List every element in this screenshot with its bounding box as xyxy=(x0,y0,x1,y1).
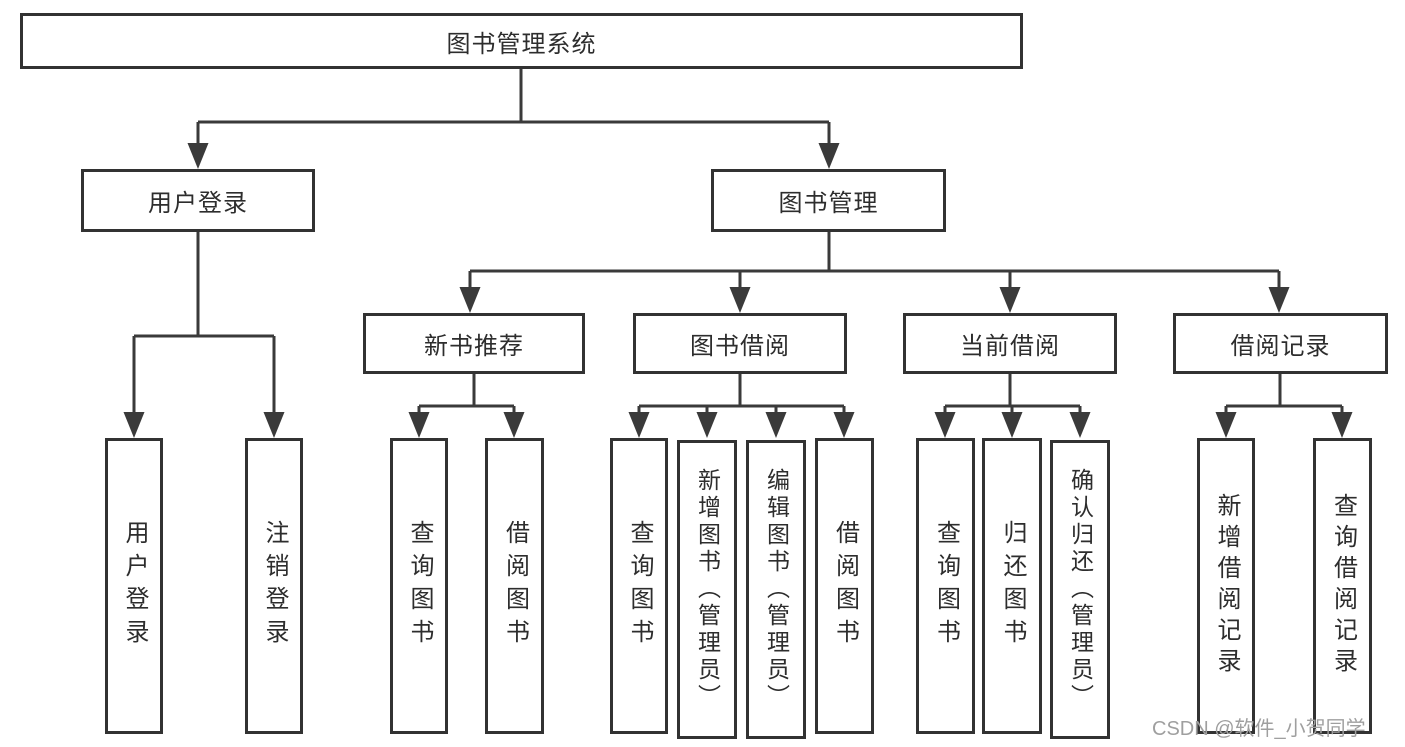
leaf-logout-label: 注销登录 xyxy=(261,520,288,652)
leaf-recommend-borrow-books: 借阅图书 xyxy=(485,438,544,734)
leaf-current-query-books-label: 查询图书 xyxy=(932,520,960,652)
leaf-current-query-books: 查询图书 xyxy=(916,438,975,734)
node-book-borrowing: 图书借阅 xyxy=(633,313,847,374)
node-user-login: 用户登录 xyxy=(81,169,315,232)
leaf-user-login-label: 用户登录 xyxy=(121,520,148,652)
leaf-recommend-borrow-books-label: 借阅图书 xyxy=(501,520,529,652)
leaf-recommend-query-books: 查询图书 xyxy=(390,438,448,734)
leaf-recommend-query-books-label: 查询图书 xyxy=(406,520,433,652)
leaf-borrowing-query-books-label: 查询图书 xyxy=(626,520,653,652)
node-book-management: 图书管理 xyxy=(711,169,946,232)
node-book-borrowing-label: 图书借阅 xyxy=(690,333,790,360)
leaf-user-login: 用户登录 xyxy=(105,438,163,734)
node-borrowing-records-label: 借阅记录 xyxy=(1230,333,1331,360)
node-new-book-recommend: 新书推荐 xyxy=(363,313,585,374)
watermark: CSDN @软件_小贺同学 xyxy=(1152,718,1366,740)
leaf-current-return-books: 归还图书 xyxy=(982,438,1042,734)
leaf-borrowing-add-books-admin: 新增图书（管理员） xyxy=(677,440,737,739)
leaf-borrowing-borrow-books-label: 借阅图书 xyxy=(831,520,859,652)
node-user-login-label: 用户登录 xyxy=(148,190,248,217)
node-root-system: 图书管理系统 xyxy=(20,13,1023,69)
leaf-logout: 注销登录 xyxy=(245,438,303,734)
leaf-current-confirm-return-admin: 确认归还（管理员） xyxy=(1050,440,1110,739)
node-root-label: 图书管理系统 xyxy=(446,30,597,58)
node-current-borrowing: 当前借阅 xyxy=(903,313,1117,374)
leaf-records-add-record-label: 新增借阅记录 xyxy=(1213,493,1240,679)
node-current-borrowing-label: 当前借阅 xyxy=(960,333,1060,360)
leaf-current-return-books-label: 归还图书 xyxy=(999,520,1026,652)
node-book-management-label: 图书管理 xyxy=(778,190,879,217)
leaf-borrowing-query-books: 查询图书 xyxy=(610,438,668,734)
leaf-records-query-record: 查询借阅记录 xyxy=(1313,438,1372,734)
node-new-book-recommend-label: 新书推荐 xyxy=(424,333,524,360)
node-borrowing-records: 借阅记录 xyxy=(1173,313,1388,374)
leaf-current-confirm-return-admin-label: 确认归还（管理员） xyxy=(1067,468,1094,711)
leaf-records-query-record-label: 查询借阅记录 xyxy=(1329,493,1357,679)
leaf-borrowing-edit-books-admin-label: 编辑图书（管理员） xyxy=(763,468,790,711)
leaf-borrowing-add-books-admin-label: 新增图书（管理员） xyxy=(694,468,721,711)
leaf-records-add-record: 新增借阅记录 xyxy=(1197,438,1255,734)
leaf-borrowing-borrow-books: 借阅图书 xyxy=(815,438,874,734)
leaf-borrowing-edit-books-admin: 编辑图书（管理员） xyxy=(746,440,806,739)
arrowhead-icons xyxy=(123,143,1353,438)
